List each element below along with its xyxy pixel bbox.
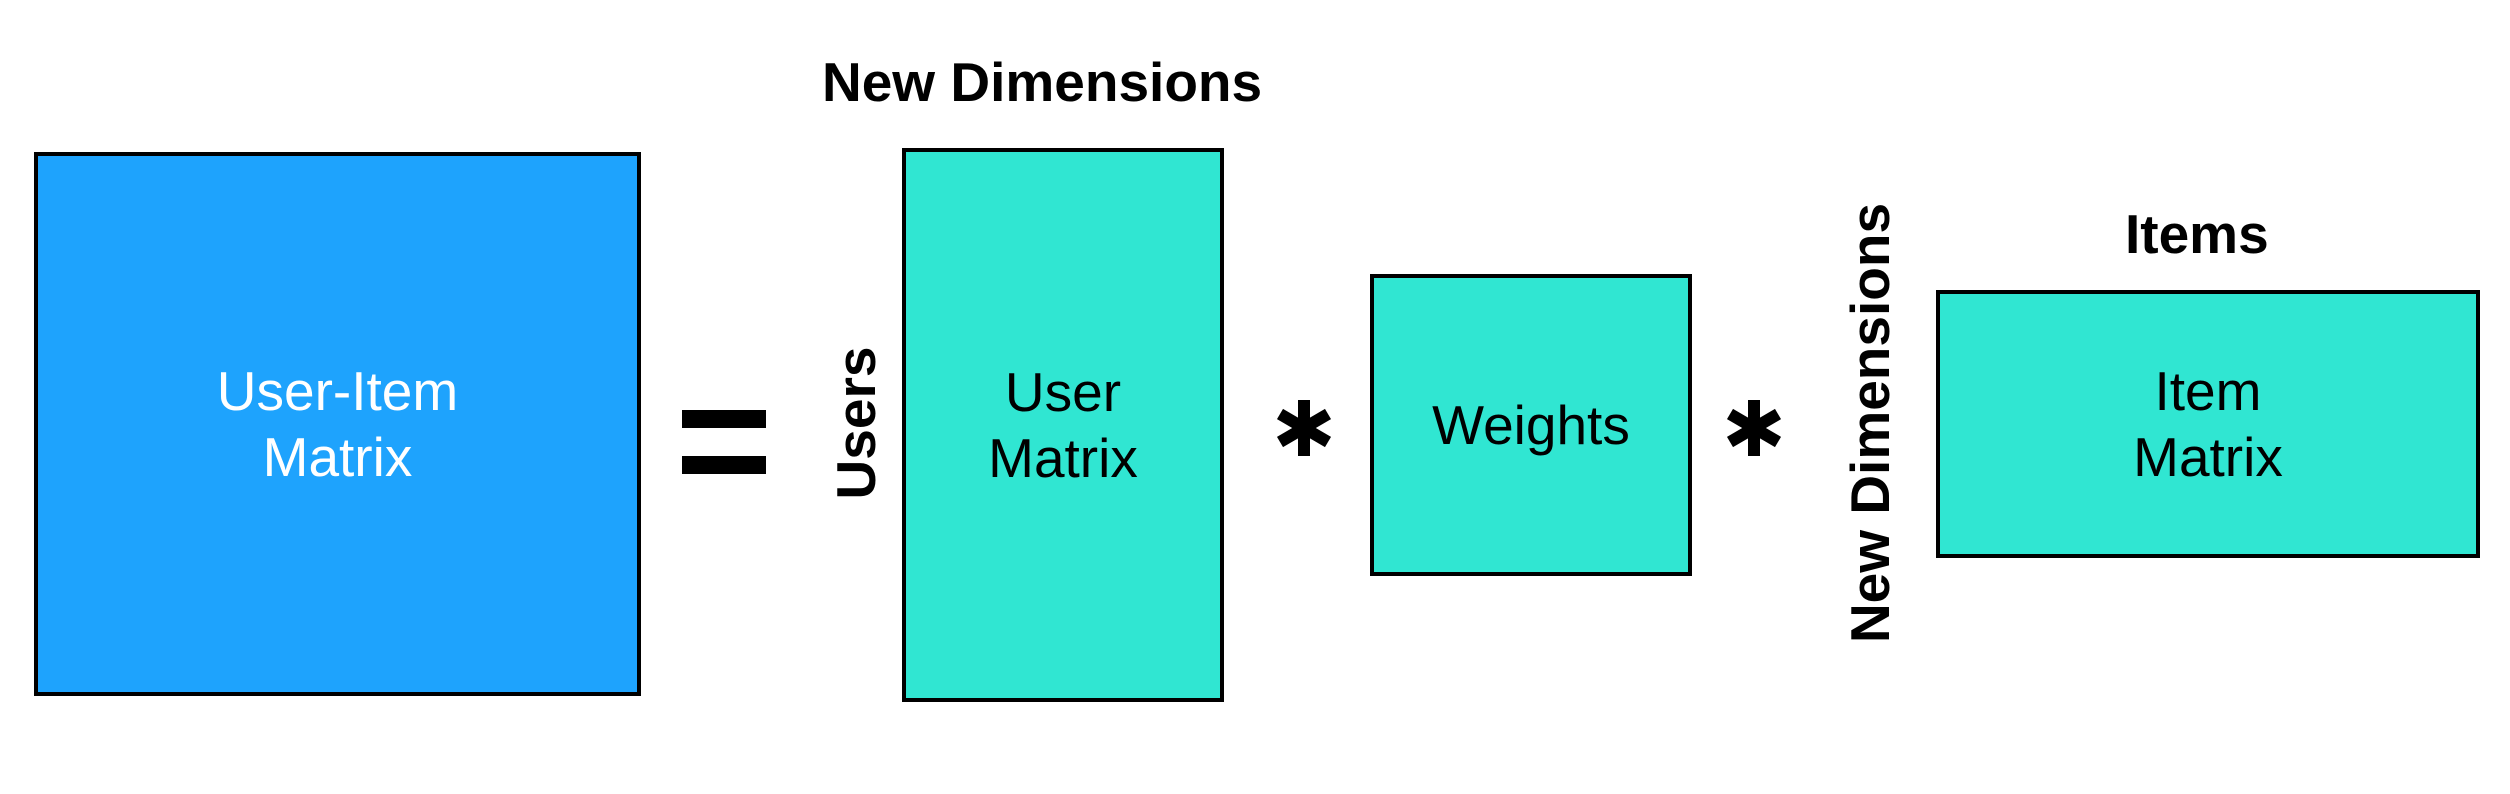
user-item-matrix-box: User-Item Matrix [34,152,641,696]
user-item-matrix-label: User-Item Matrix [216,360,459,488]
multiply-asterisk-icon [1726,400,1782,456]
item-matrix-box: Item Matrix [1936,290,2480,558]
item-matrix-label: Item Matrix [2133,360,2283,488]
equals-sign [680,410,768,474]
equals-bar-top [682,410,766,428]
user-matrix-rows-label: Users [825,346,887,500]
user-matrix-columns-label: New Dimensions [822,51,1263,113]
multiply-asterisk-icon [1276,400,1332,456]
item-matrix-rows-label: New Dimensions [1839,202,1901,644]
equals-bar-bottom [682,456,766,474]
user-matrix-box: User Matrix [902,148,1224,702]
user-matrix-label: User Matrix [988,361,1138,489]
item-matrix-columns-label: Items [2125,203,2269,265]
weights-matrix-label: Weights [1432,394,1630,456]
weights-matrix-box: Weights [1370,274,1692,576]
